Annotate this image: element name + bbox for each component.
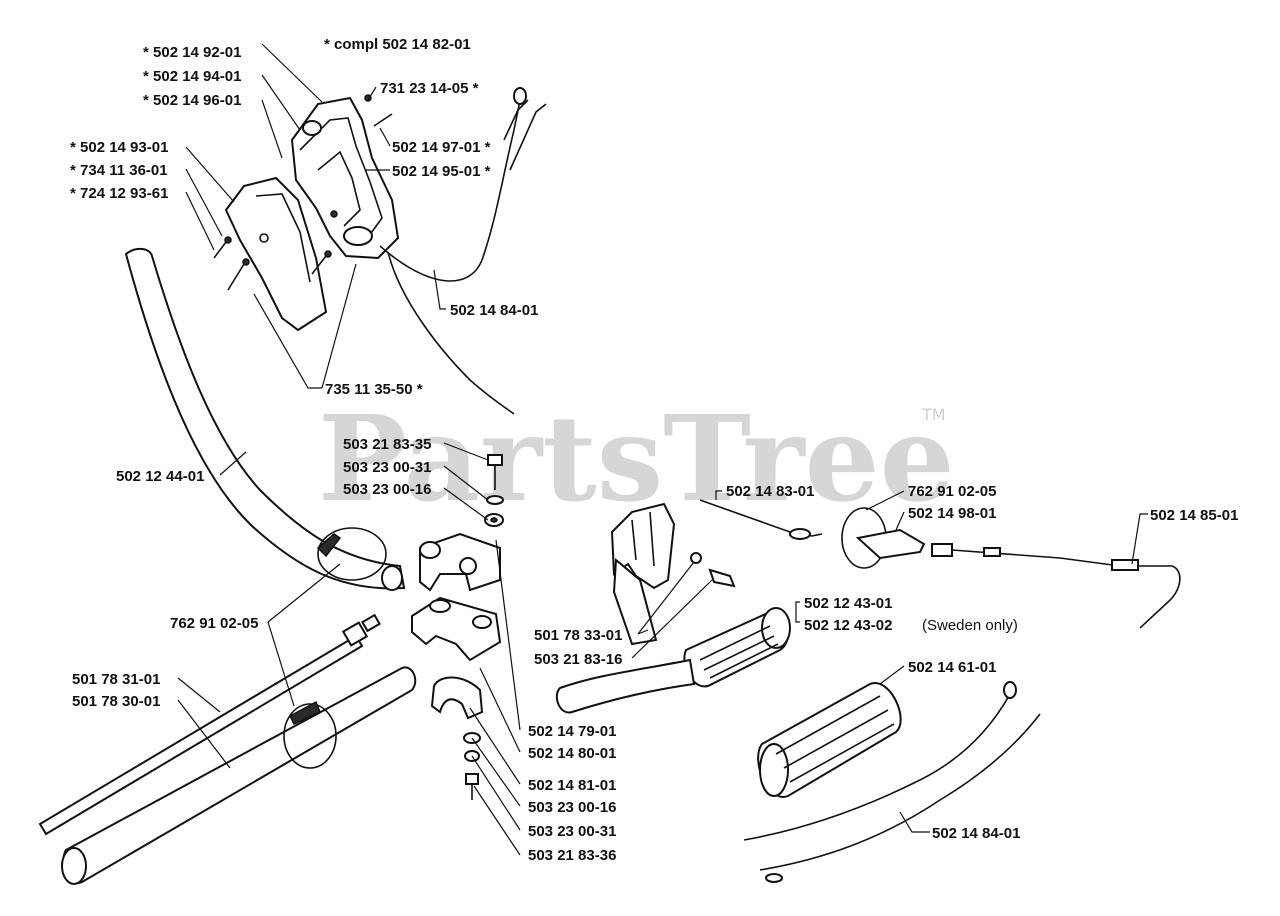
label-502-14-85-01: 502 14 85-01 xyxy=(1150,507,1238,524)
label-502-14-94-01: * 502 14 94-01 xyxy=(143,68,241,85)
clamp-ring-upper xyxy=(316,527,387,581)
center-bolt xyxy=(484,454,504,527)
bracket-fasteners xyxy=(690,552,736,588)
label-502-14-95-01: 502 14 95-01 * xyxy=(392,163,491,180)
watermark-text: PartsTree xyxy=(318,389,955,528)
label-502-14-96-01: * 502 14 96-01 xyxy=(143,92,241,109)
bracket-lower xyxy=(411,596,502,662)
label-501-78-33-01: 501 78 33-01 xyxy=(534,627,622,644)
label-502-14-84-01-top: 502 14 84-01 xyxy=(450,302,538,319)
label-502-12-43-02: 502 12 43-02 xyxy=(804,617,892,634)
label-503-21-83-16: 503 21 83-16 xyxy=(534,651,622,668)
label-502-14-83-01: 502 14 83-01 xyxy=(726,483,814,500)
bracket-upper xyxy=(419,532,501,592)
label-735-11-35-50: 735 11 35-50 * xyxy=(325,381,423,398)
label-731-23-14-05: 731 23 14-05 * xyxy=(380,80,479,97)
grip-lower xyxy=(757,682,902,798)
clamp-half xyxy=(430,676,484,720)
label-503-23-00-16-bottom: 503 23 00-16 xyxy=(528,799,616,816)
switch-assembly xyxy=(841,507,1181,629)
label-503-23-00-31-bottom: 503 23 00-31 xyxy=(528,823,616,840)
label-501-78-30-01: 501 78 30-01 xyxy=(72,693,160,710)
label-502-14-98-01: 502 14 98-01 xyxy=(908,505,996,522)
label-502-14-92-01: * 502 14 92-01 xyxy=(143,44,241,61)
label-503-23-00-31-top: 503 23 00-31 xyxy=(343,459,431,476)
label-502-14-79-01: 502 14 79-01 xyxy=(528,723,616,740)
leader-lines xyxy=(177,43,1148,856)
short-cable xyxy=(699,499,823,540)
handle-cover xyxy=(224,176,328,332)
label-502-14-97-01: 502 14 97-01 * xyxy=(392,139,491,156)
label-503-23-00-16-top: 503 23 00-16 xyxy=(343,481,431,498)
label-762-91-02-05-left: 762 91 02-05 xyxy=(170,615,258,632)
handle-tube xyxy=(124,248,406,591)
label-501-78-31-01: 501 78 31-01 xyxy=(72,671,160,688)
label-502-14-93-01: * 502 14 93-01 xyxy=(70,139,168,156)
label-502-14-81-01: 502 14 81-01 xyxy=(528,777,616,794)
throttle-handle xyxy=(290,96,400,260)
cable-top xyxy=(379,87,547,415)
grip-bracket xyxy=(610,502,676,646)
label-compl: * compl 502 14 82-01 xyxy=(324,36,471,53)
label-sweden-only: (Sweden only) xyxy=(922,617,1018,634)
label-502-14-80-01: 502 14 80-01 xyxy=(528,745,616,762)
screws-upper xyxy=(213,94,393,291)
watermark-trademark: TM xyxy=(921,405,946,424)
label-502-12-43-01: 502 12 43-01 xyxy=(804,595,892,612)
drive-shaft xyxy=(38,613,381,836)
lower-bolt xyxy=(463,732,481,800)
label-502-12-44-01: 502 12 44-01 xyxy=(116,468,204,485)
label-503-21-83-35: 503 21 83-35 xyxy=(343,436,431,453)
label-503-21-83-36: 503 21 83-36 xyxy=(528,847,616,864)
part-labels: * compl 502 14 82-01 * 502 14 92-01 * 50… xyxy=(70,36,1238,864)
label-502-14-61-01: 502 14 61-01 xyxy=(908,659,996,676)
grip-upper xyxy=(555,607,791,714)
label-734-11-36-01: * 734 11 36-01 xyxy=(70,162,168,179)
main-tube xyxy=(61,666,417,885)
cable-harness xyxy=(743,681,1041,883)
label-724-12-93-61: * 724 12 93-61 xyxy=(70,185,168,202)
label-502-14-84-01-bottom: 502 14 84-01 xyxy=(932,825,1020,842)
label-762-91-02-05-right: 762 91 02-05 xyxy=(908,483,996,500)
clamp-ring-lower xyxy=(283,700,337,769)
